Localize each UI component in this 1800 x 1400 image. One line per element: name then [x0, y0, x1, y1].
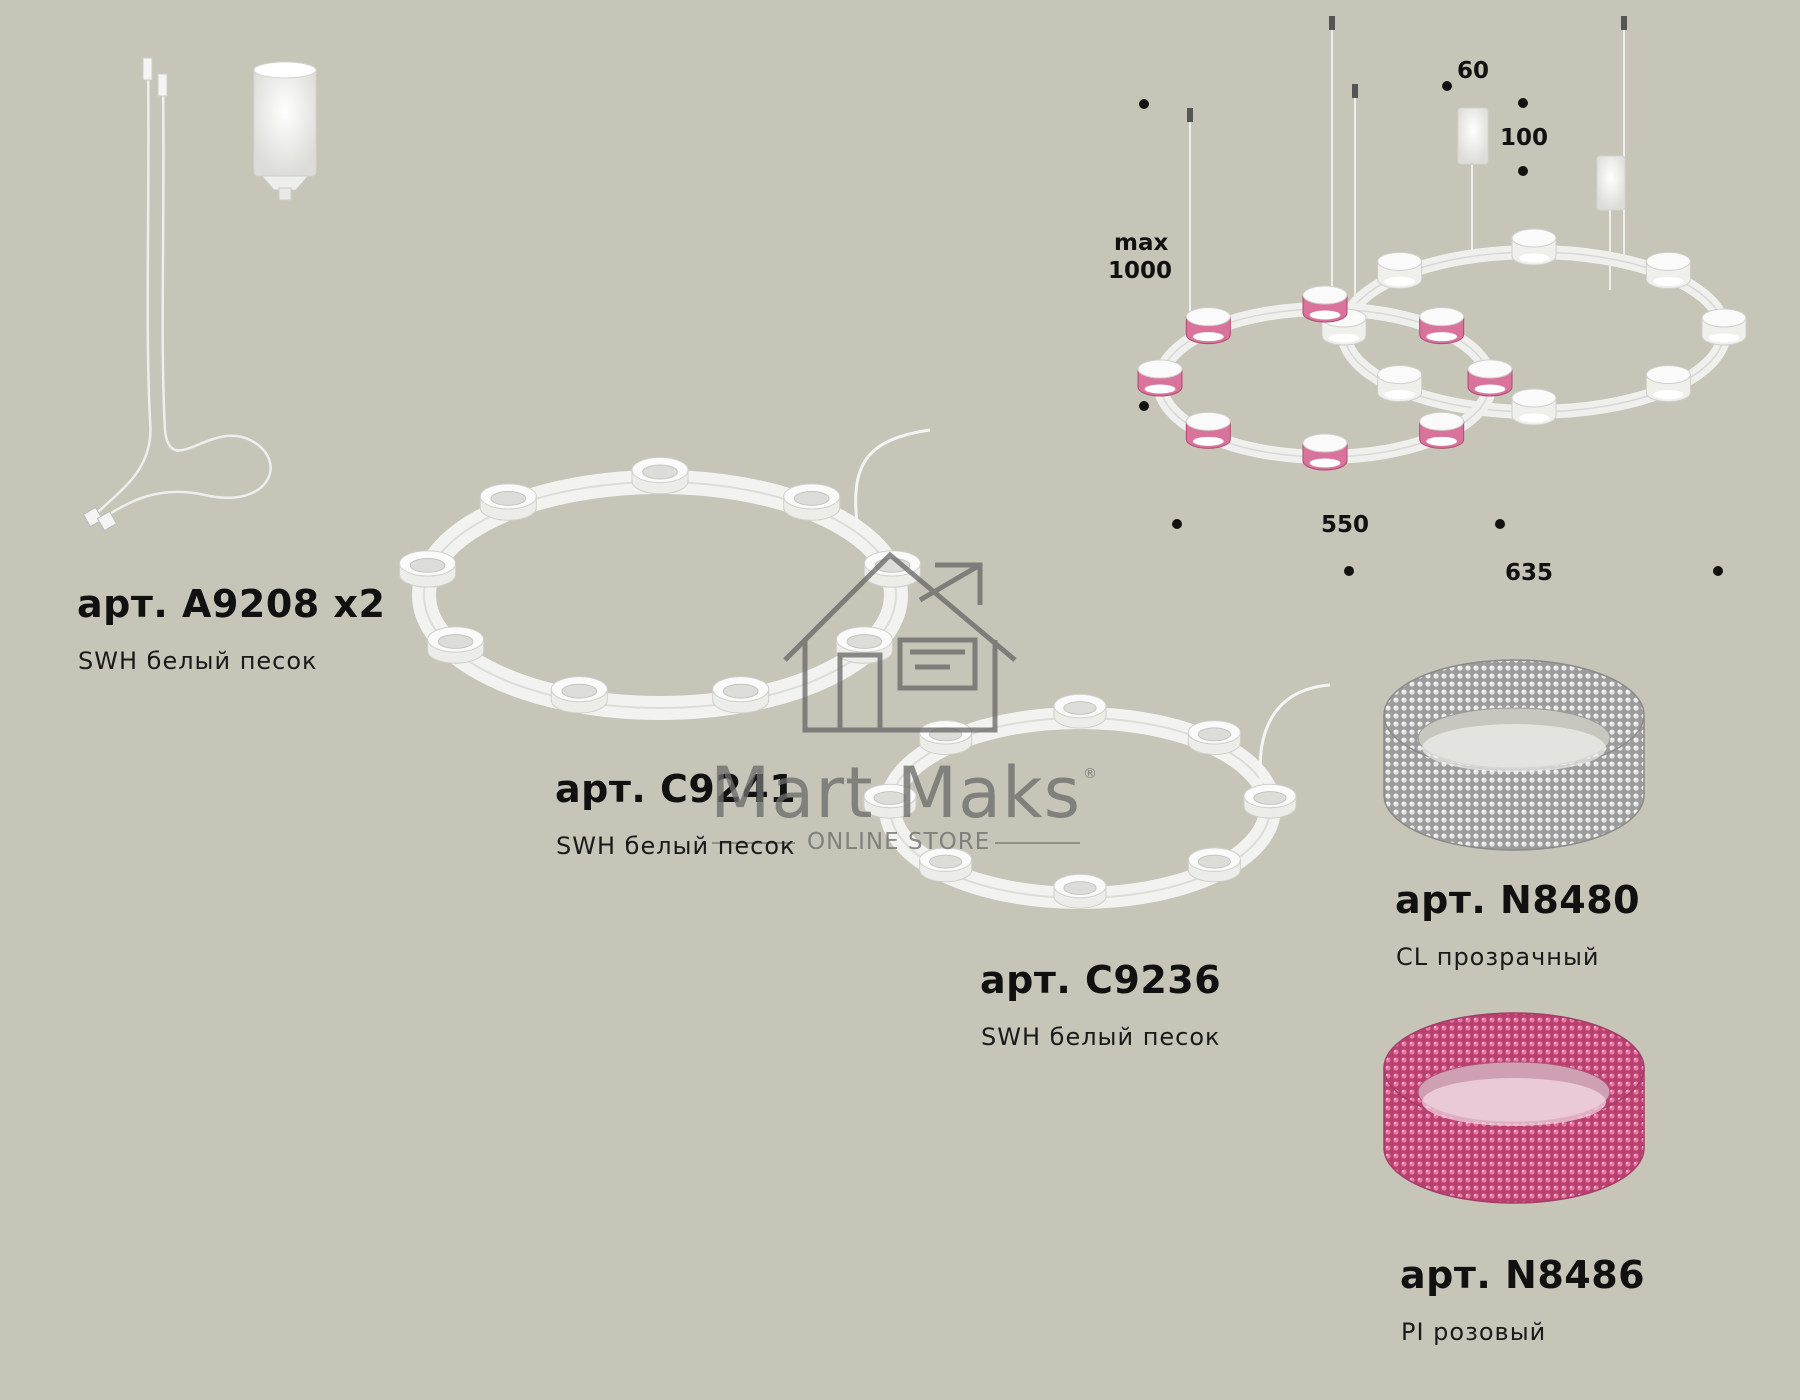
product-desc-n8486: PI розовый: [1401, 1318, 1547, 1346]
dimension-dot: [1139, 401, 1149, 411]
product-art-n8480: арт. N8480: [1395, 878, 1641, 922]
pink-shade: [1185, 411, 1231, 449]
dim-canopy-height: 100: [1500, 125, 1549, 151]
product-art-c9241: арт. C9241: [555, 767, 797, 811]
holder: [1187, 847, 1241, 883]
pendant-cable-kit: [82, 57, 272, 532]
holder: [399, 550, 457, 588]
dim-canopy-width: 60: [1457, 58, 1490, 84]
holder: [919, 847, 973, 883]
holder: [835, 626, 893, 664]
dimension-dot: [1518, 166, 1528, 176]
pink-shade: [1302, 285, 1348, 323]
ring-c9236-holders: [863, 693, 1297, 909]
dimension-dot: [1172, 519, 1182, 529]
dimension-dot: [1442, 81, 1452, 91]
product-art-a9208: арт. A9208 x2: [77, 582, 386, 626]
clear-shade: [1511, 388, 1557, 426]
holder: [863, 783, 917, 819]
holder: [550, 676, 608, 714]
ceiling-canopy: [253, 61, 317, 201]
holder: [919, 720, 973, 755]
watermark-tagline: ONLINE STORE: [807, 829, 991, 855]
shade-n8480-clear: [1383, 659, 1645, 851]
pink-shade: [1419, 307, 1465, 345]
product-art-n8486: арт. N8486: [1400, 1253, 1646, 1297]
holder: [631, 456, 689, 495]
clear-shade: [1377, 251, 1423, 289]
holder: [1053, 693, 1107, 729]
product-desc-a9208: SWH белый песок: [78, 647, 318, 675]
shade-n8486-pink: [1383, 1012, 1645, 1204]
dimension-dot: [1518, 98, 1528, 108]
pink-shade: [1467, 359, 1513, 397]
holder: [1053, 873, 1107, 909]
dimension-dot: [1344, 566, 1354, 576]
pink-shade: [1137, 359, 1183, 397]
dimension-dot: [1139, 99, 1149, 109]
holder: [783, 483, 841, 521]
dimension-dot: [1495, 519, 1505, 529]
product-desc-c9241: SWH белый песок: [556, 832, 796, 860]
holder: [479, 483, 537, 521]
dim-small-ring: 550: [1321, 512, 1370, 538]
watermark-brand: Mart Maks: [710, 752, 1082, 834]
holder: [1243, 783, 1297, 819]
clear-shade: [1645, 365, 1691, 403]
pink-shade: [1302, 433, 1348, 471]
product-desc-n8480: CL прозрачный: [1396, 943, 1600, 971]
assembled-chandelier: [1153, 16, 1731, 464]
holder: [712, 676, 770, 714]
pink-shade: [1419, 411, 1465, 449]
holder: [1187, 720, 1241, 755]
watermark-registered: ®: [1083, 766, 1097, 782]
dim-max-value: 1000: [1108, 258, 1173, 284]
pink-shade: [1185, 307, 1231, 345]
dim-max-label: max: [1114, 230, 1169, 256]
product-art-c9236: арт. C9236: [980, 958, 1222, 1002]
clear-shade: [1511, 228, 1557, 266]
clear-shade: [1377, 365, 1423, 403]
clear-shade: [1645, 251, 1691, 289]
clear-shade: [1701, 308, 1747, 346]
dimension-dot: [1713, 566, 1723, 576]
product-desc-c9236: SWH белый песок: [981, 1023, 1221, 1051]
chandelier-shades: [1137, 228, 1747, 471]
holder: [427, 626, 485, 664]
dimension-markers: [1139, 81, 1723, 576]
dim-large-ring: 635: [1505, 560, 1554, 586]
watermark-house-logo: [783, 551, 1017, 733]
